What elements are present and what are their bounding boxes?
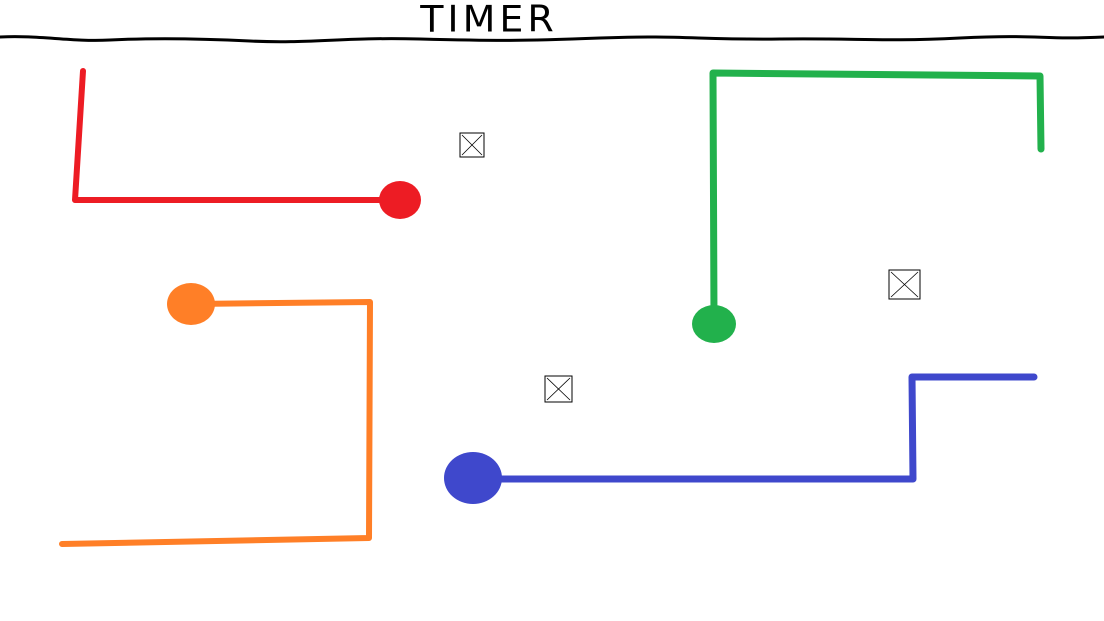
red-pipe-line — [72, 68, 403, 203]
crossed-box-icon[interactable] — [459, 132, 485, 158]
blue-pipe-line — [470, 373, 1038, 483]
red-pipe[interactable] — [72, 68, 421, 219]
crossed-box-icon[interactable] — [544, 375, 573, 403]
blue-pipe[interactable] — [444, 373, 1038, 504]
green-pipe[interactable] — [692, 69, 1045, 343]
orange-pipe[interactable] — [59, 283, 373, 547]
green-pipe-end-dot[interactable] — [692, 305, 736, 343]
timer-label: TIMER — [420, 0, 558, 40]
orange-pipe-end-dot[interactable] — [167, 283, 215, 325]
red-pipe-end-dot[interactable] — [379, 181, 421, 219]
orange-pipe-line — [59, 299, 373, 547]
blue-pipe-end-dot[interactable] — [444, 452, 502, 504]
green-pipe-line — [709, 69, 1045, 324]
crossed-box-icon[interactable] — [888, 269, 921, 300]
header-divider-line — [0, 35, 1104, 44]
